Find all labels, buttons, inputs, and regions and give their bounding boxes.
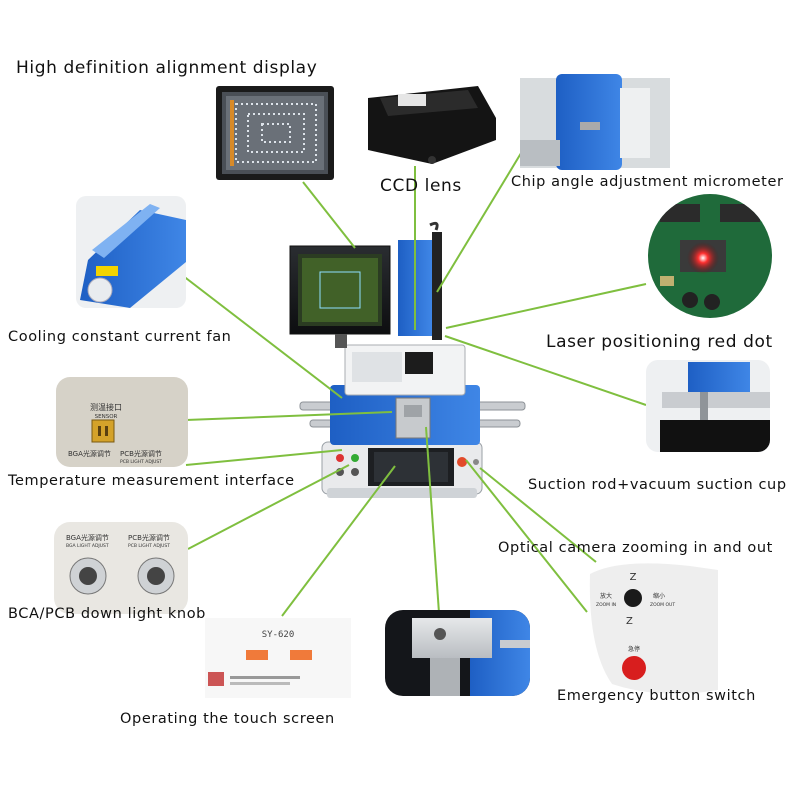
label-laser-dot: Laser positioning red dot (546, 332, 773, 352)
zoom-emergency-photo: Z Z 放大 ZOOM IN 缩小 ZOOM OUT 急停 (589, 563, 718, 694)
label-hd-display: High definition alignment display (16, 58, 318, 78)
ball-grid-pattern (235, 103, 317, 163)
pcb-adjust-cn-1: PCB光源调节 (120, 449, 162, 458)
bga-adjust-cn-1: BGA光源调节 (68, 449, 111, 458)
leader-nozzle (425, 426, 440, 614)
stop-cn: 急停 (628, 645, 640, 653)
temp-interface-photo: 测温接口 SENSOR BGA光源调节 PCB光源调节 PCB LIGHT AD… (56, 377, 188, 467)
ccd-lens-photo (368, 86, 496, 164)
temp-port-cn: 测温接口 (90, 402, 122, 412)
nozzle-mechanism-photo (385, 610, 530, 696)
label-ccd-lens: CCD lens (380, 176, 462, 196)
temp-port-en: SENSOR (95, 414, 118, 420)
leader-laser-dot (445, 283, 647, 329)
touch-screen-photo: SY-620 (205, 618, 351, 698)
zoom-in-cn: 放大 (600, 592, 612, 600)
laser-pcb-photo (648, 194, 772, 318)
pcb-adjust-en-1: PCB LIGHT ADJUST (120, 459, 162, 465)
leader-emergency-button (465, 459, 588, 613)
light-knob-photo: BGA光源调节 BGA LIGHT ADJUST PCB光源调节 PCB LIG… (54, 522, 188, 614)
rework-station-machine (289, 221, 526, 498)
bga-adjust-en-2: BGA LIGHT ADJUST (66, 543, 109, 549)
leader-cooling-fan (164, 261, 343, 399)
micrometer-photo (520, 74, 670, 170)
zoom-in-en: ZOOM IN (596, 602, 616, 608)
leader-suction-rod (444, 335, 647, 406)
emergency-stop-button (622, 656, 646, 680)
zoom-joystick (624, 589, 642, 607)
leader-optical-zoom (479, 467, 597, 563)
zoom-out-cn: 缩小 (653, 592, 665, 600)
screen-model: SY-620 (262, 630, 295, 640)
cooling-fan-photo (76, 196, 186, 308)
label-cooling-fan: Cooling constant current fan (8, 329, 232, 345)
leader-hd-display (302, 181, 356, 249)
z-axis-label-top: Z (630, 572, 637, 583)
leader-lines (164, 134, 647, 617)
z-axis-label-bottom: Z (626, 616, 633, 627)
label-light-knob: BCA/PCB down light knob (8, 606, 206, 622)
pcb-adjust-en-2: PCB LIGHT ADJUST (128, 543, 170, 549)
label-emergency-button: Emergency button switch (557, 688, 756, 704)
hd-display-photo (216, 86, 334, 180)
leader-chip-micrometer (436, 134, 533, 293)
leader-temp-interface-1 (185, 411, 393, 421)
label-temp-interface: Temperature measurement interface (8, 473, 295, 489)
label-touch-screen: Operating the touch screen (120, 711, 335, 727)
label-suction-rod: Suction rod+vacuum suction cup (528, 477, 787, 493)
zoom-out-en: ZOOM OUT (650, 602, 675, 608)
leader-temp-interface-2 (185, 449, 343, 466)
leader-touch-screen (281, 465, 396, 617)
suction-rod-photo (646, 360, 770, 452)
pcb-adjust-cn-2: PCB光源调节 (128, 533, 170, 542)
label-optical-zoom: Optical camera zooming in and out (498, 540, 773, 556)
label-chip-micrometer: Chip angle adjustment micrometer (511, 174, 784, 190)
leader-light-knob (187, 464, 350, 550)
bga-adjust-cn-2: BGA光源调节 (66, 533, 109, 542)
